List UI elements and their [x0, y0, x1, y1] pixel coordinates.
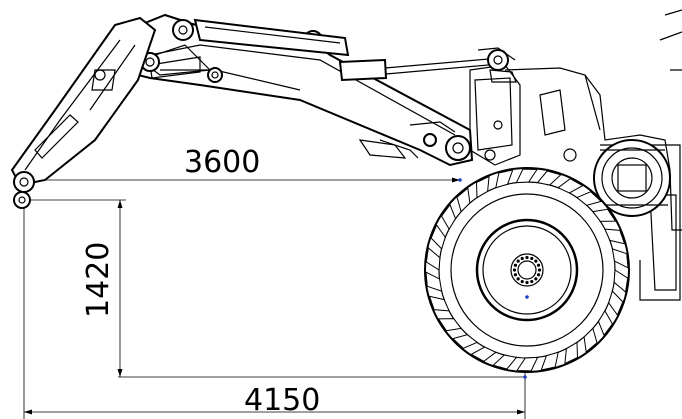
bolt: [530, 279, 534, 284]
tread-lug: [451, 334, 478, 349]
tread-lug: [583, 327, 598, 353]
tread-lug: [428, 295, 450, 312]
tread-lug: [597, 309, 613, 337]
wheel-bolts: [512, 255, 542, 285]
tread-lug: [470, 346, 497, 362]
bolt: [537, 268, 542, 272]
bolt: [513, 263, 518, 267]
dimension-3600-label: 3600: [184, 145, 260, 180]
bolt: [534, 277, 538, 281]
tread-lug: [425, 271, 443, 292]
dimension-1420: 1420: [20, 199, 525, 378]
dimension-1420-label: 1420: [81, 242, 116, 318]
bolt: [536, 263, 541, 267]
bolt: [525, 280, 529, 285]
bolt: [525, 255, 529, 260]
hydraulic-lines: [358, 47, 517, 159]
dimension-3600: 3600: [24, 145, 460, 183]
bolt: [516, 277, 520, 281]
dimension-4150-label: 4150: [244, 383, 320, 418]
tread-lug: [495, 169, 514, 189]
tread-lug: [611, 248, 629, 269]
bolt: [516, 259, 520, 263]
tread-lug: [441, 203, 457, 231]
tread-lug: [591, 208, 617, 222]
tread-lug: [576, 191, 603, 206]
bolt: [534, 259, 538, 263]
tread-lug: [608, 290, 624, 317]
tread-lug: [536, 170, 562, 186]
tread-lug: [564, 341, 579, 365]
tread-lug: [613, 269, 629, 293]
bolt: [520, 256, 524, 261]
tread-lug: [425, 247, 441, 271]
tread-lug: [430, 223, 446, 250]
tread-lug: [540, 351, 559, 371]
wheel: [424, 167, 630, 379]
tread-lug: [515, 168, 538, 184]
tread-lug: [475, 175, 490, 199]
boom-cylinder: [193, 18, 509, 82]
radiator-drum: [593, 139, 671, 217]
tread-lug: [437, 318, 463, 332]
tread-lug: [492, 354, 518, 370]
dipper-arm: [10, 16, 157, 209]
dimension-4150: 4150: [23, 200, 526, 419]
bolt: [513, 273, 518, 277]
bolt: [520, 279, 524, 284]
bolt: [530, 256, 534, 261]
tread-lug: [557, 178, 584, 194]
tread-lug: [604, 228, 626, 245]
tire-tread: [425, 168, 629, 372]
bolt: [512, 268, 517, 272]
tread-lug: [516, 356, 539, 372]
tread-lug: [456, 187, 471, 213]
bolt: [536, 273, 541, 277]
